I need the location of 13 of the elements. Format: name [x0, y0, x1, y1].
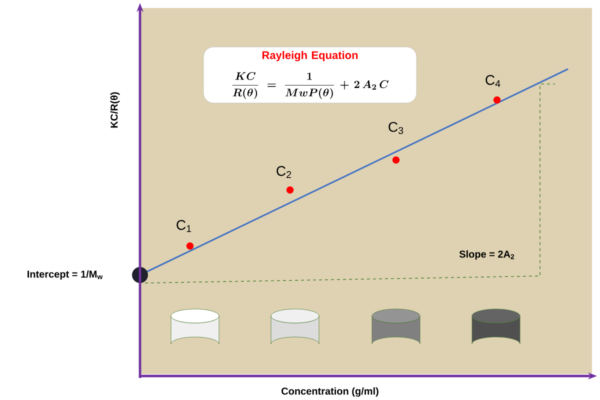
equation-box: Rayleigh Equation $\frac{KC}{R(\theta)}=\frac{1}{MwP(\theta)}+2\,A_2\,C$ — [203, 46, 417, 104]
sample-vial — [270, 308, 320, 344]
sample-vial — [472, 308, 520, 344]
axis-title: KC/R(θ) — [110, 92, 120, 128]
point-label: C$_{3}$ — [388, 122, 404, 134]
point-label: C$_{1}$ — [176, 220, 192, 232]
intercept-label: Intercept = 1/M$_{w}$ — [28, 270, 103, 280]
point-label: C$_{4}$ — [486, 75, 500, 87]
slope-label: Slope = 2A$_{2}$ — [459, 250, 514, 260]
sample-vial — [372, 308, 420, 344]
point-label: C$_{2}$ — [276, 166, 292, 178]
sample-vial — [170, 308, 220, 344]
axis-title: Concentration (g/ml) — [282, 387, 378, 397]
